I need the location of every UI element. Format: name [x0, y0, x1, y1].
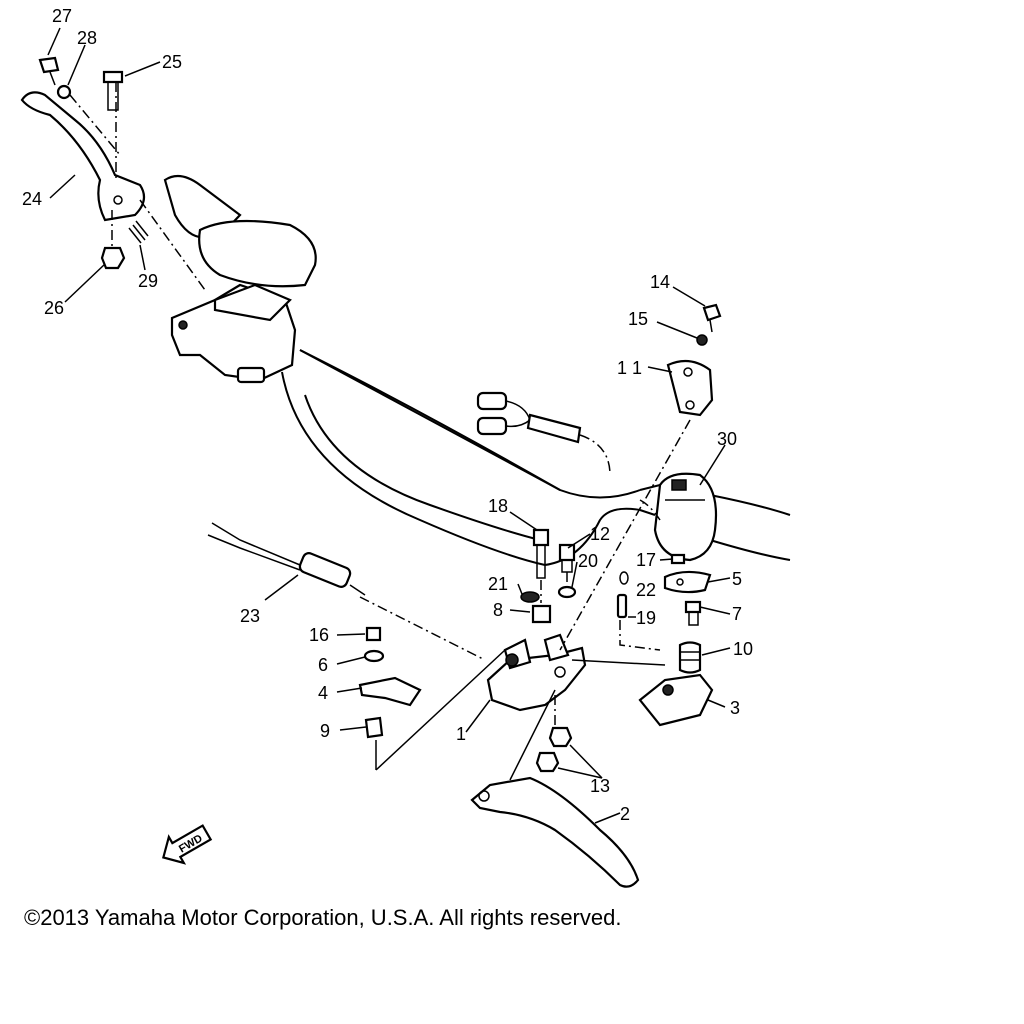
callout-16: 16: [309, 625, 329, 645]
callout-21: 21: [488, 574, 508, 594]
callout-4: 4: [318, 683, 328, 703]
callout-13: 13: [590, 776, 610, 796]
callout-18: 18: [488, 496, 508, 516]
callout-7: 7: [732, 604, 742, 624]
callout-25: 25: [162, 52, 182, 72]
fasteners-left: [38, 56, 149, 270]
leader-lines: [47, 27, 731, 824]
callout-27: 27: [52, 6, 72, 26]
callout-22: 22: [636, 580, 656, 600]
pivot-parts: [520, 528, 577, 624]
cable-bracket: [358, 626, 422, 739]
callout-24: 24: [22, 189, 42, 209]
lever-bracket: [486, 633, 587, 712]
callout-19: 19: [636, 608, 656, 628]
callout-28: 28: [77, 28, 97, 48]
brake-switch-cable: [207, 522, 366, 596]
callout-9: 9: [320, 721, 330, 741]
callout-5: 5: [732, 569, 742, 589]
copyright-notice: ©2013 Yamaha Motor Corporation, U.S.A. A…: [24, 905, 622, 930]
callout-23: 23: [240, 606, 260, 626]
parts-diagram: 27 28 25 24 26 29 14 15 1 1 30 18 12 20 …: [20, 6, 791, 888]
callout-12: 12: [590, 524, 610, 544]
nuts: [535, 726, 573, 773]
wire-harness: [476, 391, 611, 476]
callout-29: 29: [138, 271, 158, 291]
callout-26: 26: [44, 298, 64, 318]
switch-housing: [653, 472, 718, 562]
callout-8: 8: [493, 600, 503, 620]
callout-numbers: 27 28 25 24 26 29 14 15 1 1 30 18 12 20 …: [22, 6, 753, 824]
callout-3: 3: [730, 698, 740, 718]
callout-20: 20: [578, 551, 598, 571]
handlebar: [281, 349, 791, 567]
clamp-top: [666, 303, 722, 417]
callout-10: 10: [733, 639, 753, 659]
callout-2: 2: [620, 804, 630, 824]
callout-17: 17: [636, 550, 656, 570]
left-lever: [20, 91, 146, 222]
callout-11: 1 1: [617, 358, 642, 378]
fwd-arrow-icon: FWD: [162, 824, 213, 865]
callout-14: 14: [650, 272, 670, 292]
brake-lever: [470, 776, 640, 888]
callout-1: 1: [456, 724, 466, 744]
alignment-lines: [69, 82, 691, 781]
callout-15: 15: [628, 309, 648, 329]
lock-assembly: [616, 553, 714, 727]
callout-30: 30: [717, 429, 737, 449]
master-cylinder: [163, 174, 317, 384]
callout-6: 6: [318, 655, 328, 675]
